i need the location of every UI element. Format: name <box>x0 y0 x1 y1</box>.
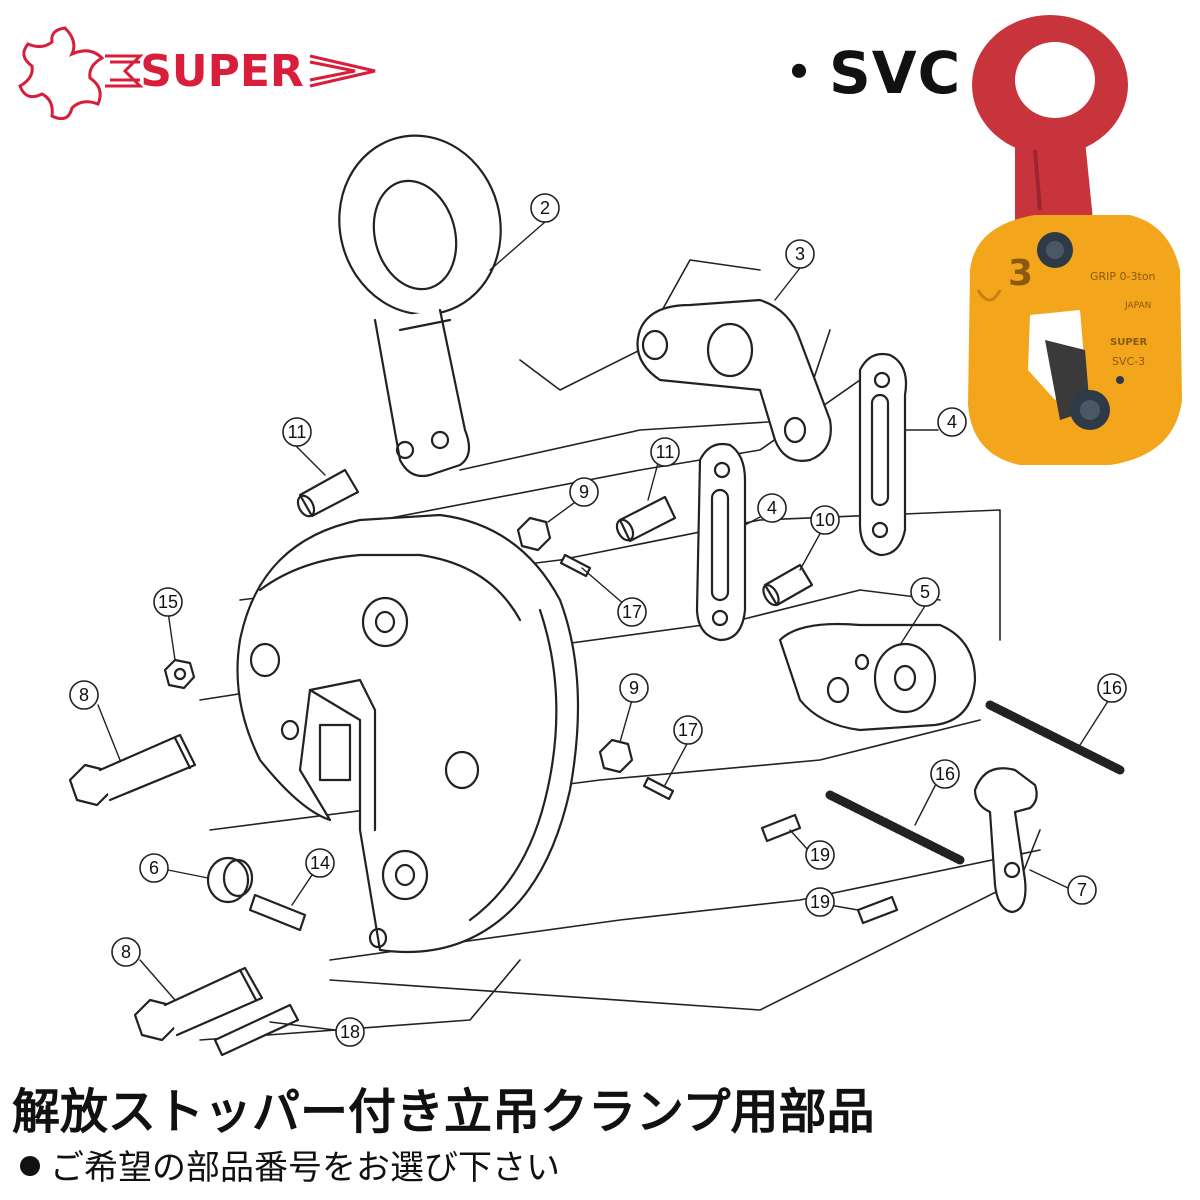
part-17-pin-upper <box>559 553 592 578</box>
product-photo: 3 GRIP 0-3ton JAPAN SUPER SVC-3 <box>960 10 1190 475</box>
part-3-link-plate <box>636 298 832 462</box>
part-8-bolt-upper <box>68 733 197 807</box>
part-7-lever <box>973 767 1038 914</box>
callout-9-upper: 9 <box>579 482 589 502</box>
super-logo: SUPER <box>10 16 390 126</box>
instruction-text: ご希望の部品番号をお選び下さい <box>50 1148 560 1188</box>
callout-16-upper: 16 <box>1102 678 1122 698</box>
part-8-bolt-lower <box>133 966 264 1042</box>
part-17-pin-lower <box>642 776 675 801</box>
callout-19-upper: 19 <box>810 845 830 865</box>
part-4-slotted-link-right <box>858 352 908 557</box>
callout-17-upper: 17 <box>622 602 642 622</box>
part-6-knob <box>206 856 254 904</box>
part-14-pin <box>248 893 307 932</box>
part-4-slotted-link-center <box>695 442 747 642</box>
callout-4-center: 4 <box>767 498 777 518</box>
model-label: ・SVC <box>770 39 962 107</box>
callout-9-lower: 9 <box>629 678 639 698</box>
logo-text: SUPER <box>140 46 304 97</box>
callout-6: 6 <box>149 858 159 878</box>
part-2-shackle <box>338 134 502 478</box>
part-19-pin-upper <box>760 813 802 843</box>
body-number: 3 <box>1008 253 1033 294</box>
page-title: 解放ストッパー付き立吊クランプ用部品 <box>12 1084 875 1140</box>
model-text: SVC-3 <box>1112 355 1145 368</box>
callout-numbers: 2 3 4 4 5 6 7 8 8 9 9 10 11 11 14 15 16 … <box>79 198 1122 1042</box>
part-16-spring-lower <box>825 790 965 865</box>
orange-clamp-body <box>968 215 1182 465</box>
callout-8-upper: 8 <box>79 685 89 705</box>
part-5-cam <box>778 622 977 732</box>
instruction-line: ご希望の部品番号をお選び下さい <box>20 1140 560 1189</box>
callout-4-right: 4 <box>947 412 957 432</box>
callout-17-lower: 17 <box>678 720 698 740</box>
part-15-nut <box>163 658 196 690</box>
part-10-plunger <box>762 563 814 607</box>
part-19-pin-lower <box>856 895 899 925</box>
part-16-spring-upper <box>985 700 1125 775</box>
bullet-icon <box>20 1155 40 1176</box>
grip-text: GRIP 0-3ton <box>1090 270 1156 283</box>
part-11-pin-center <box>615 495 677 543</box>
callout-19-lower: 19 <box>810 892 830 912</box>
japan-text: JAPAN <box>1124 301 1151 311</box>
callout-2: 2 <box>540 198 550 218</box>
callout-15: 15 <box>158 592 178 612</box>
part-9-nut-lower <box>598 738 634 774</box>
part-body <box>236 513 580 954</box>
part-9-nut-upper <box>516 516 552 552</box>
callout-8-lower: 8 <box>121 942 131 962</box>
callout-16-lower: 16 <box>935 764 955 784</box>
part-11-pin-left <box>296 468 360 518</box>
callout-7: 7 <box>1077 880 1087 900</box>
callout-5: 5 <box>920 582 930 602</box>
callout-10: 10 <box>815 510 835 530</box>
callout-11-center: 11 <box>656 442 675 462</box>
callout-3: 3 <box>795 244 805 264</box>
callout-18: 18 <box>340 1022 360 1042</box>
part-18-long-pin <box>213 1003 300 1057</box>
callout-leaders <box>97 221 1111 1031</box>
brand-text: SUPER <box>1110 337 1147 348</box>
callout-14: 14 <box>310 853 330 873</box>
red-shackle-ring <box>972 15 1128 238</box>
callout-11-left: 11 <box>288 422 307 442</box>
callout-circles <box>69 193 1127 1047</box>
